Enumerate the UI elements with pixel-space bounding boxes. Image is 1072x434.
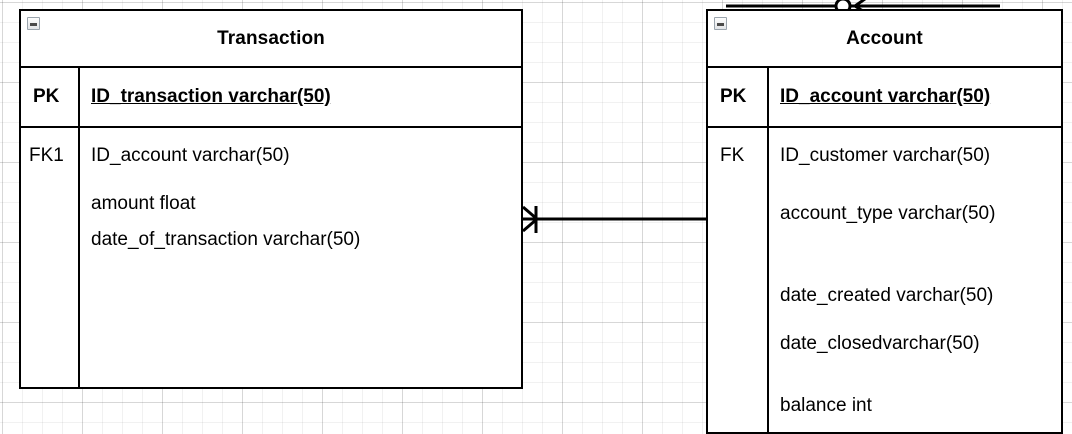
column-divider bbox=[767, 128, 769, 432]
entity-account-attr-3-name: date_closedvarchar(50) bbox=[780, 333, 980, 354]
entity-account-attr-0-key: FK bbox=[720, 145, 745, 166]
entity-transaction-attributes: FK1 ID_account varchar(50) amount float … bbox=[21, 128, 521, 387]
entity-transaction-pk-name: ID_transaction varchar(50) bbox=[91, 86, 331, 107]
entity-transaction-attr-1-name: amount float bbox=[91, 193, 196, 214]
relationship-transaction-account[interactable] bbox=[522, 205, 707, 233]
entity-transaction-attr-0-key: FK1 bbox=[29, 145, 64, 166]
crows-foot-many-marker-icon bbox=[522, 205, 538, 233]
entity-account-pk-row: PK ID_account varchar(50) bbox=[708, 68, 1061, 128]
entity-account-header: Account bbox=[708, 11, 1061, 68]
entity-transaction-title: Transaction bbox=[217, 28, 325, 49]
entity-transaction-attr-2-name: date_of_transaction varchar(50) bbox=[91, 229, 361, 250]
entity-account-attributes: FK ID_customer varchar(50) account_type … bbox=[708, 128, 1061, 432]
entity-account-title: Account bbox=[846, 28, 923, 49]
minus-icon[interactable] bbox=[714, 17, 727, 30]
entity-account-attr-4-name: balance int bbox=[780, 395, 872, 416]
entity-account-attr-1-name: account_type varchar(50) bbox=[780, 203, 996, 224]
entity-account-pk-key: PK bbox=[720, 86, 747, 107]
entity-account-attr-0-name: ID_customer varchar(50) bbox=[780, 145, 991, 166]
entity-account-pk-name: ID_account varchar(50) bbox=[780, 86, 991, 107]
entity-transaction-pk-row: PK ID_transaction varchar(50) bbox=[21, 68, 521, 128]
entity-transaction[interactable]: Transaction PK ID_transaction varchar(50… bbox=[19, 9, 523, 389]
entity-transaction-attr-0-name: ID_account varchar(50) bbox=[91, 145, 290, 166]
entity-account[interactable]: Account PK ID_account varchar(50) FK ID_… bbox=[706, 9, 1063, 434]
entity-account-attr-2-name: date_created varchar(50) bbox=[780, 285, 994, 306]
column-divider bbox=[78, 128, 80, 387]
column-divider bbox=[767, 68, 769, 126]
entity-transaction-pk-key: PK bbox=[33, 86, 60, 107]
minus-icon[interactable] bbox=[27, 17, 40, 30]
column-divider bbox=[78, 68, 80, 126]
entity-transaction-header: Transaction bbox=[21, 11, 521, 68]
